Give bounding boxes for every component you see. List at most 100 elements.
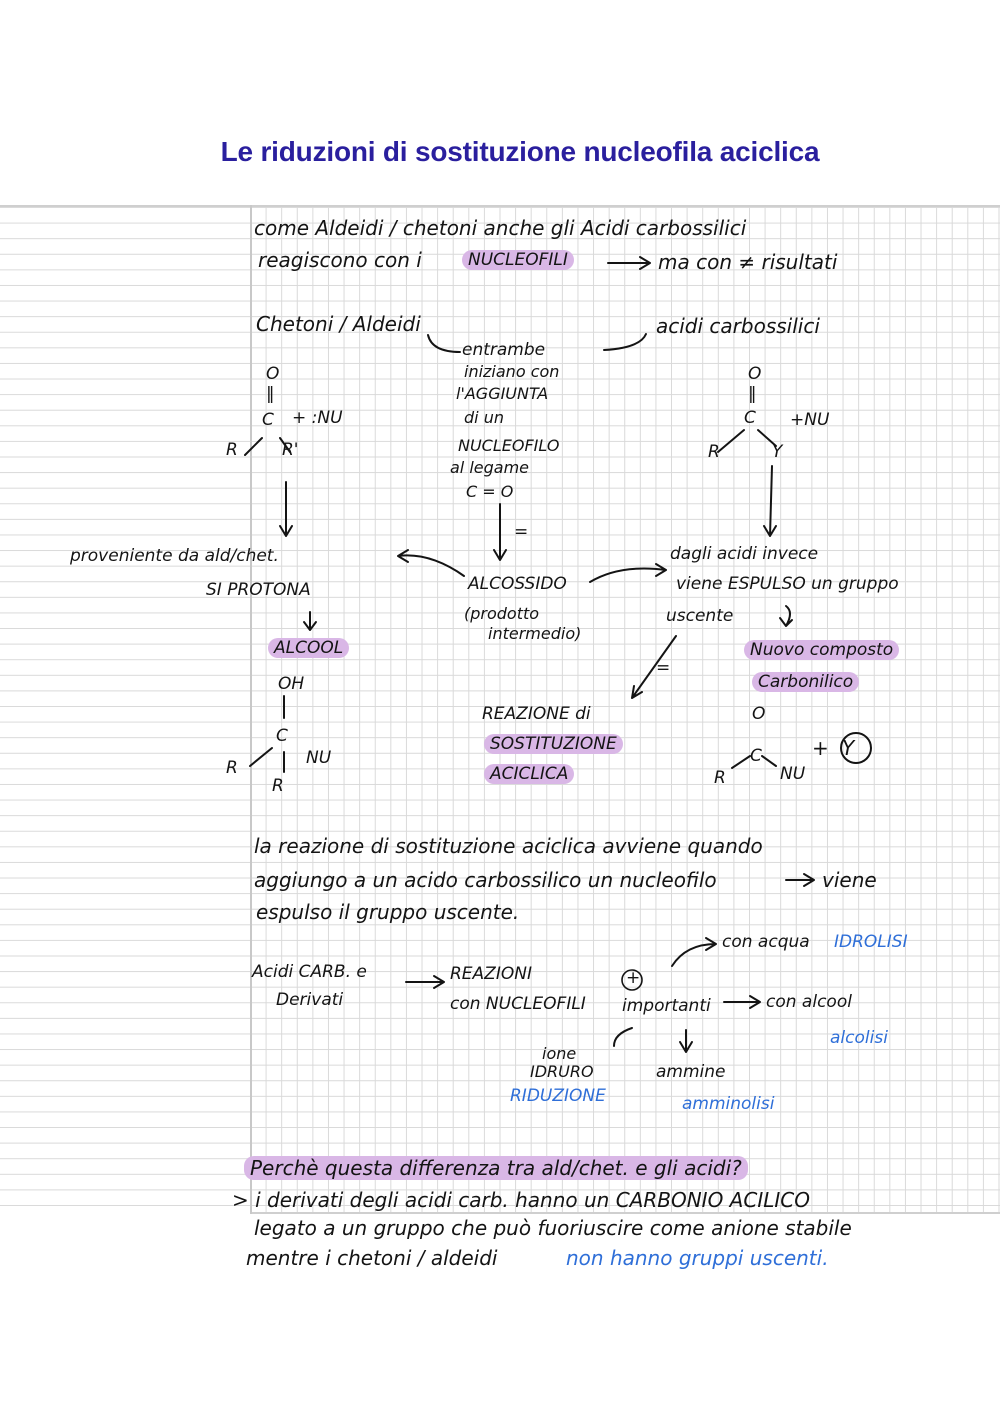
right-c: C [744, 408, 756, 428]
intro-arrow [607, 256, 651, 270]
react-reaz1: REAZIONI [450, 964, 532, 984]
react-ione1: ione [542, 1044, 577, 1063]
def-line-3: espulso il gruppo uscente. [256, 900, 520, 924]
center-l3: di un [464, 408, 504, 427]
center-reaz2-wrap: SOSTITUZIONE [484, 734, 623, 754]
question-text: Perchè questa differenza tra ald/chet. e… [244, 1156, 748, 1180]
nuovo-composto-label: Nuovo composto [744, 640, 900, 660]
center-reaz3-wrap: ACICLICA [484, 764, 575, 784]
answer-line-1: > i derivati degli acidi carb. hanno un … [232, 1188, 810, 1212]
left-r: R [226, 440, 238, 460]
def-line-1: la reazione di sostituzione aciclica avv… [254, 834, 763, 858]
right-bonds [717, 429, 777, 453]
center-alcossido: ALCOSSIDO [468, 574, 567, 594]
right-r2: R [714, 768, 726, 788]
left-from: proveniente da ald/chet. [70, 546, 279, 566]
left-down-arrow [279, 481, 293, 537]
nucleofili-label: NUCLEOFILI [462, 250, 574, 270]
product-bonds [731, 755, 777, 769]
left-r3: R [272, 776, 284, 796]
right-down-arrow [763, 465, 777, 537]
react-importanti: importanti [622, 996, 711, 1016]
left-r2: R [226, 758, 238, 778]
react-ione2: IDRURO [530, 1062, 594, 1081]
right-heading: acidi carbossilici [656, 314, 820, 338]
ammine-arrow [679, 1029, 693, 1053]
react-acqua: con acqua [722, 932, 810, 952]
right-bracket [603, 333, 647, 351]
question-wrap: Perchè questa differenza tra ald/chet. e… [244, 1156, 748, 1180]
react-reaz2: con NUCLEOFILI [450, 994, 586, 1014]
def-line-2b: viene [822, 868, 877, 892]
plus-circle [621, 969, 643, 991]
center-l4: NUCLEOFILO [458, 436, 560, 455]
react-acidi1: Acidi CARB. e [252, 962, 367, 982]
center-l2: l'AGGIUNTA [456, 384, 549, 403]
react-alcolisi: alcolisi [830, 1028, 888, 1048]
idruro-stroke [613, 1027, 633, 1047]
left-heading: Chetoni / Aldeidi [256, 312, 421, 336]
center-reaz1: REAZIONE di [482, 704, 591, 724]
right-y: Y [772, 442, 783, 462]
intro-line-1: come Aldeidi / chetoni anche gli Acidi c… [254, 216, 747, 240]
center-l1: iniziano con [464, 362, 560, 381]
left-nu: NU [306, 748, 332, 768]
page-title: Le riduzioni di sostituzione nucleofila … [220, 136, 820, 167]
grid-margin-line [250, 205, 252, 1214]
center-l5: al legame [450, 458, 530, 477]
left-bracket [427, 334, 461, 353]
def-arrow [785, 873, 815, 887]
react-acidi2: Derivati [276, 990, 344, 1010]
sostituzione-label: SOSTITUZIONE [484, 734, 623, 754]
left-o: O [266, 364, 280, 384]
alcool-arrow [723, 995, 761, 1009]
center-down-arrow [493, 503, 507, 561]
intro-line-2a: reagiscono con i [258, 248, 422, 272]
answer-line-3b: non hanno gruppi uscenti. [566, 1246, 829, 1270]
carbonilico-label: Carbonilico [752, 672, 860, 692]
center-l6: C = O [466, 482, 514, 501]
right-nu2: NU [780, 764, 806, 784]
grid-margin [0, 205, 250, 1216]
alcool-bonds [249, 695, 285, 773]
right-nuovo1-wrap: Nuovo composto [744, 640, 900, 660]
left-alcool-wrap: ALCOOL [268, 638, 350, 658]
left-protona: SI PROTONA [206, 580, 311, 600]
right-o2: O [752, 704, 766, 724]
answer-line-3a: mentre i chetoni / aldeidi [246, 1246, 498, 1270]
left-c2: C [276, 726, 288, 746]
left-plus-nu: + :NU [292, 408, 343, 428]
react-plus: + [626, 968, 641, 988]
aciclica-label: ACICLICA [484, 764, 575, 784]
intro-highlight: NUCLEOFILI [462, 250, 574, 270]
answer-line-2: legato a un gruppo che può fuoriuscire c… [254, 1216, 852, 1240]
to-left-arrow [397, 549, 465, 577]
right-c2: C [750, 746, 762, 766]
center-both: entrambe [462, 340, 546, 360]
right-acidi3: uscente [666, 606, 734, 626]
def-line-2a: aggiungo a un acido carbossilico un nucl… [254, 868, 717, 892]
react-amminolisi: amminolisi [682, 1094, 775, 1114]
to-right-arrow [589, 563, 667, 583]
right-r: R [708, 442, 720, 462]
left-bonds [244, 437, 291, 456]
right-acidi1: dagli acidi invece [670, 544, 819, 564]
to-reaction-arrow [631, 635, 677, 699]
center-prod2: intermedio) [488, 624, 582, 643]
react-arrow [405, 975, 445, 989]
center-prod1: (prodotto [464, 604, 540, 623]
y-circle [840, 732, 872, 764]
react-riduzione: RIDUZIONE [510, 1086, 606, 1106]
right-acidi2: viene ESPULSO un gruppo [676, 574, 899, 594]
right-o: O [748, 364, 762, 384]
protona-arrow [303, 611, 317, 631]
expel-arrow [779, 605, 793, 627]
intro-line-2b: ma con ≠ risultati [658, 250, 838, 274]
left-oh: OH [278, 674, 305, 694]
react-ammine: ammine [656, 1062, 726, 1082]
center-eq: = [514, 522, 529, 542]
right-nuovo2-wrap: Carbonilico [752, 672, 860, 692]
right-plus: + [812, 736, 829, 760]
